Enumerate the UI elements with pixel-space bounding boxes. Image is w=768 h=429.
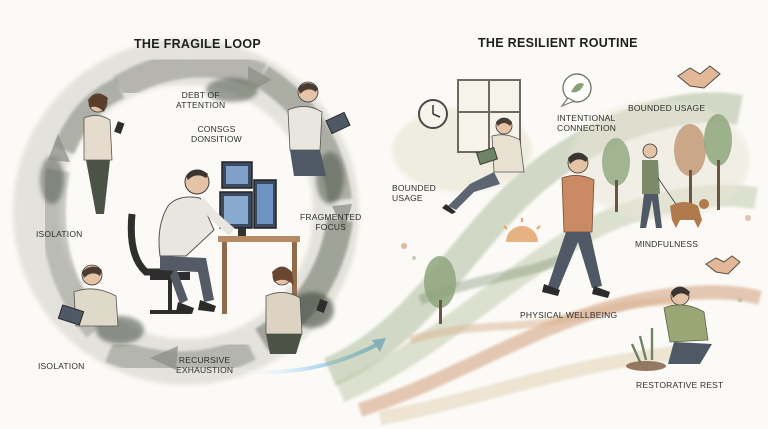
walking-man [542, 152, 610, 298]
paint-splatters [401, 215, 751, 303]
chat-bubble-icon [560, 73, 592, 108]
label-bounded-usage-right: BOUNDED USAGE [628, 103, 706, 113]
label-physical-wellbeing: PHYSICAL WELLBEING [520, 310, 618, 320]
woman-on-phone-bottom [265, 266, 328, 354]
label-isolation-upper: ISOLATION [36, 229, 83, 239]
loop-figures [57, 81, 351, 354]
handshake-icon [677, 65, 721, 89]
label-restorative-rest: RESTORATIVE REST [636, 380, 724, 390]
man-with-tablet [287, 81, 351, 176]
gardening-man [626, 286, 712, 371]
woman-on-phone-top [83, 93, 125, 214]
label-intentional-connection: INTENTIONAL CONNECTION [557, 113, 617, 133]
trees [424, 114, 732, 324]
handshake-icon-small [705, 255, 741, 275]
stressed-worker-illustration [127, 161, 300, 314]
fragile-loop-title: THE FRAGILE LOOP [134, 37, 262, 51]
label-bounded-usage-left: BOUNDED USAGE [392, 183, 436, 203]
reading-scene [418, 79, 525, 214]
sun-icon [503, 218, 541, 242]
label-consgs-donsitiow: CONSGS DONSITIOW [191, 124, 242, 144]
label-fragmented-focus: FRAGMENTED FOCUS [300, 212, 362, 232]
label-recursive-exhaustion: RECURSIVE EXHAUSTION [176, 355, 234, 375]
label-debt-of-attention: DEBT OF ATTENTION [176, 90, 226, 110]
label-mindfulness: MINDFULNESS [635, 239, 699, 249]
label-isolation-lower: ISOLATION [38, 361, 85, 371]
man-walking-dog [640, 143, 709, 228]
resilient-routine-title: THE RESILIENT ROUTINE [478, 36, 638, 50]
man-on-tablet-bottom [57, 264, 119, 327]
